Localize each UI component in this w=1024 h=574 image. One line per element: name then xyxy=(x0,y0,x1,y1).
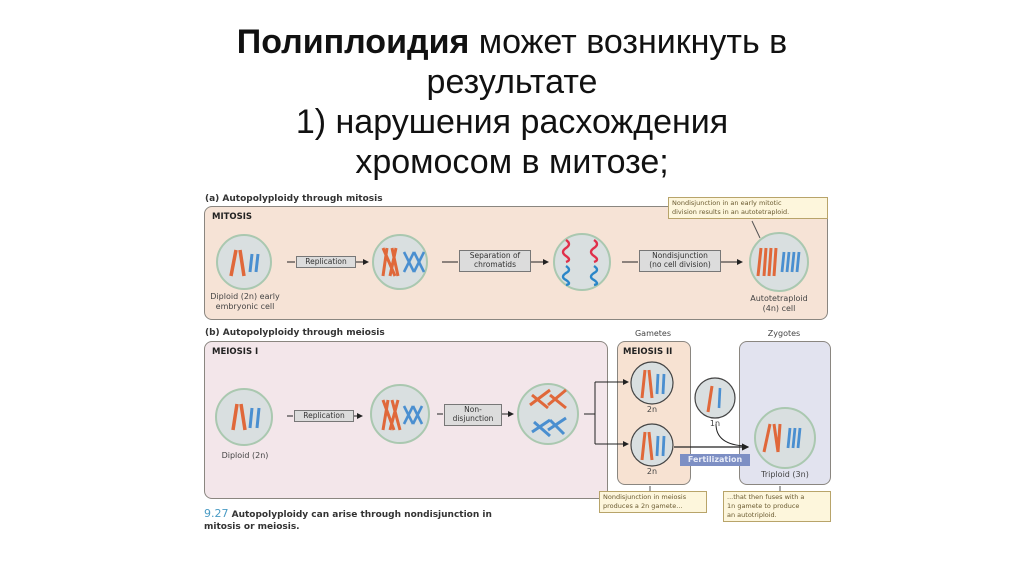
title-line-2: результате xyxy=(426,63,598,101)
box-line: disjunction xyxy=(452,414,494,423)
step-replication-meiosis: Replication xyxy=(294,410,354,422)
caption-line: Diploid (2n) early xyxy=(210,292,280,301)
caption-line-2: mitosis or meiosis. xyxy=(204,522,300,532)
title-bold-term: Полиплоидия xyxy=(236,23,470,61)
note-line: 1n gamete to produce xyxy=(727,502,800,510)
note-line: division results in an autotetraploid. xyxy=(672,208,790,216)
meiosis-cell-diploid xyxy=(215,388,273,446)
box-line: (no cell division) xyxy=(649,260,711,269)
step-separation-of-chromatids: Separation of chromatids xyxy=(459,250,531,272)
mitosis-diploid-caption: Diploid (2n) early embryonic cell xyxy=(204,292,286,312)
meiosis1-panel-label: MEIOSIS I xyxy=(212,347,259,357)
caption-line: embryonic cell xyxy=(215,302,275,311)
zygote-triploid xyxy=(754,407,816,469)
meiosis-cell-nondisjunction xyxy=(517,383,579,445)
slide-title: Полиплоидия может возникнуть в результат… xyxy=(0,22,1024,182)
title-line-1-rest: может возникнуть в xyxy=(469,23,788,61)
mitosis-note: Nondisjunction in an early mitotic divis… xyxy=(668,197,828,219)
gamete-2n-bottom xyxy=(630,423,674,467)
haploid-gamete-caption: 1n xyxy=(709,419,721,428)
mitosis-cell-diploid xyxy=(216,234,272,290)
meiosis-note-1: Nondisjunction in meiosis produces a 2n … xyxy=(599,491,707,513)
gamete-1n xyxy=(694,377,736,419)
mitosis-cell-autotetraploid xyxy=(749,232,809,292)
fertilization-badge: Fertilization xyxy=(680,454,750,466)
box-line: chromatids xyxy=(474,260,516,269)
chromosome-maternal xyxy=(229,249,238,277)
chromosome-paternal xyxy=(254,253,260,273)
note-line: Nondisjunction in an early mitotic xyxy=(672,199,782,207)
title-line-1: Полиплоидия может возникнуть в xyxy=(0,22,1024,62)
header-zygotes: Zygotes xyxy=(767,329,801,338)
note-line: ...that then fuses with a xyxy=(727,493,805,501)
meiosis2-panel-label: MEIOSIS II xyxy=(623,347,673,357)
step-nondisjunction-meiosis: Non- disjunction xyxy=(444,404,502,426)
zygote-caption: Triploid (3n) xyxy=(761,470,809,479)
mitosis-cell-replicated xyxy=(372,234,428,290)
gamete-top-caption: 2n xyxy=(646,405,658,414)
header-gametes: Gametes xyxy=(634,329,672,338)
box-line: Separation of xyxy=(469,251,521,260)
step-replication-mitosis: Replication xyxy=(296,256,356,268)
gamete-2n-top xyxy=(630,361,674,405)
title-line-4: хромосом в митозе; xyxy=(355,143,669,181)
gamete-bottom-caption: 2n xyxy=(646,467,658,476)
meiosis-diploid-caption: Diploid (2n) xyxy=(221,451,269,460)
caption-line-1: 9.27 Autopolyploidy can arise through no… xyxy=(204,508,492,521)
chromosome-paternal xyxy=(248,253,254,273)
note-line: an autotriploid. xyxy=(727,511,777,519)
note-line: produces a 2n gamete... xyxy=(603,502,683,510)
figure-caption: 9.27 Autopolyploidy can arise through no… xyxy=(204,508,492,533)
title-line-3: 1) нарушения расхождения xyxy=(295,103,729,141)
mitosis-panel-label: MITOSIS xyxy=(212,212,253,222)
figure-number: 9.27 xyxy=(204,507,229,520)
box-line: Nondisjunction xyxy=(652,251,708,260)
autotetraploid-caption: Autotetraploid (4n) cell xyxy=(738,294,820,314)
caption-line: Autotetraploid xyxy=(750,294,808,303)
caption-line: (4n) cell xyxy=(762,304,796,313)
step-nondisjunction-mitosis: Nondisjunction (no cell division) xyxy=(639,250,721,272)
meiosis-cell-replicated xyxy=(370,384,430,444)
mitosis-cell-separated xyxy=(553,233,611,291)
box-line: Non- xyxy=(464,405,482,414)
note-line: Nondisjunction in meiosis xyxy=(603,493,687,501)
section-a-label: (a) Autopolyploidy through mitosis xyxy=(205,194,383,204)
chromosome-maternal xyxy=(238,249,246,277)
note-pointer xyxy=(751,220,761,239)
meiosis-note-2: ...that then fuses with a 1n gamete to p… xyxy=(723,491,831,522)
section-b-label: (b) Autopolyploidy through meiosis xyxy=(205,328,385,338)
caption-text: Autopolyploidy can arise through nondisj… xyxy=(228,510,492,520)
